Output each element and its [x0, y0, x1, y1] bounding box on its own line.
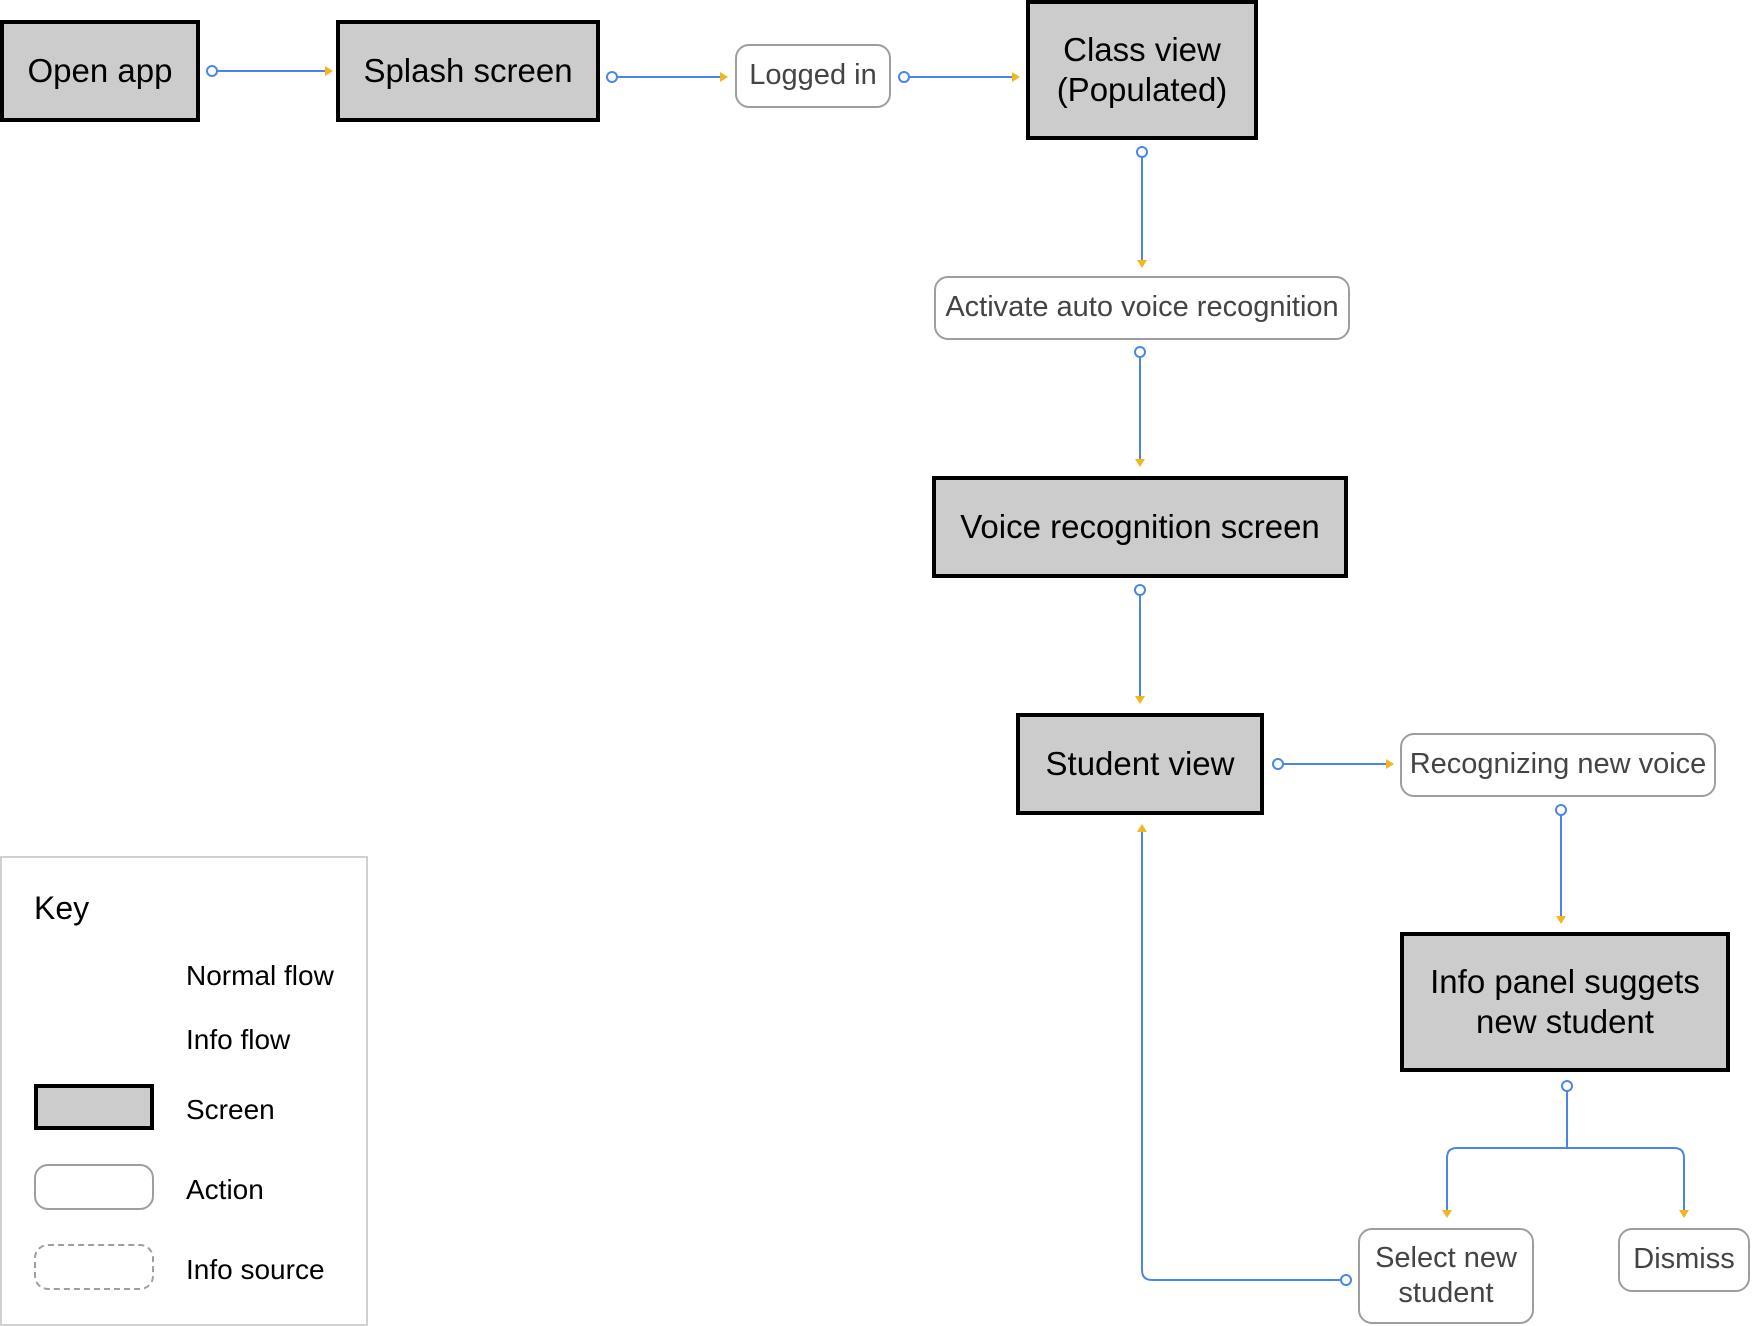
connector-open-to-splash [206, 65, 333, 77]
legend-info-source-label: Info source [186, 1254, 325, 1285]
legend-action-label: Action [186, 1174, 264, 1205]
node-logged-in: Logged in [735, 44, 891, 108]
node-select-new-student-line1: Select new [1375, 1241, 1517, 1274]
node-splash-screen-label: Splash screen [363, 51, 573, 89]
connector-splash-to-loggedin [606, 71, 728, 83]
node-recognizing-voice: Recognizing new voice [1400, 733, 1716, 797]
connector-loggedin-to-classview [898, 71, 1020, 83]
node-student-view-label: Student view [1045, 744, 1235, 782]
node-info-panel: Info panel suggets new student [1400, 932, 1730, 1072]
node-info-panel-line2: new student [1476, 1003, 1654, 1040]
node-info-panel-line1: Info panel suggets [1430, 962, 1700, 1000]
node-class-view-line1: Class view [1063, 30, 1221, 68]
node-activate-voice: Activate auto voice recognition [934, 276, 1350, 340]
connector-recognizing-to-infopanel [1555, 804, 1567, 924]
node-dismiss-label: Dismiss [1633, 1243, 1735, 1276]
node-class-view-line2: (Populated) [1056, 71, 1228, 108]
legend-action-swatch [34, 1164, 154, 1210]
legend-normal-flow-label: Normal flow [186, 960, 334, 991]
connector-activate-to-voicescreen [1134, 346, 1146, 467]
legend-screen-swatch [34, 1084, 154, 1130]
node-recognizing-voice-label: Recognizing new voice [1409, 748, 1707, 781]
connector-select-to-studentview [1137, 824, 1352, 1286]
node-open-app: Open app [0, 20, 200, 122]
connector-infopanel-branch [1442, 1080, 1689, 1218]
node-logged-in-label: Logged in [749, 59, 877, 92]
connector-voicescreen-to-studentview [1134, 584, 1146, 704]
legend-info-source-swatch [34, 1244, 154, 1290]
node-dismiss: Dismiss [1618, 1228, 1750, 1292]
legend-screen-label: Screen [186, 1094, 275, 1125]
node-activate-voice-label: Activate auto voice recognition [945, 291, 1339, 324]
node-class-view: Class view (Populated) [1026, 0, 1258, 140]
node-splash-screen: Splash screen [336, 20, 600, 122]
node-select-new-student: Select new student [1358, 1228, 1534, 1324]
legend-title: Key [34, 890, 90, 926]
legend-key: Key Normal flow Info flow Screen Action … [0, 856, 368, 1326]
node-voice-recognition-screen: Voice recognition screen [932, 476, 1348, 578]
node-student-view: Student view [1016, 713, 1264, 815]
node-voice-recognition-screen-label: Voice recognition screen [960, 507, 1320, 545]
connector-classview-to-activate [1136, 146, 1148, 268]
legend-info-flow-label: Info flow [186, 1024, 291, 1055]
connector-studentview-to-recognizing [1272, 758, 1394, 770]
node-select-new-student-line2: student [1398, 1277, 1494, 1309]
node-open-app-label: Open app [27, 51, 173, 89]
